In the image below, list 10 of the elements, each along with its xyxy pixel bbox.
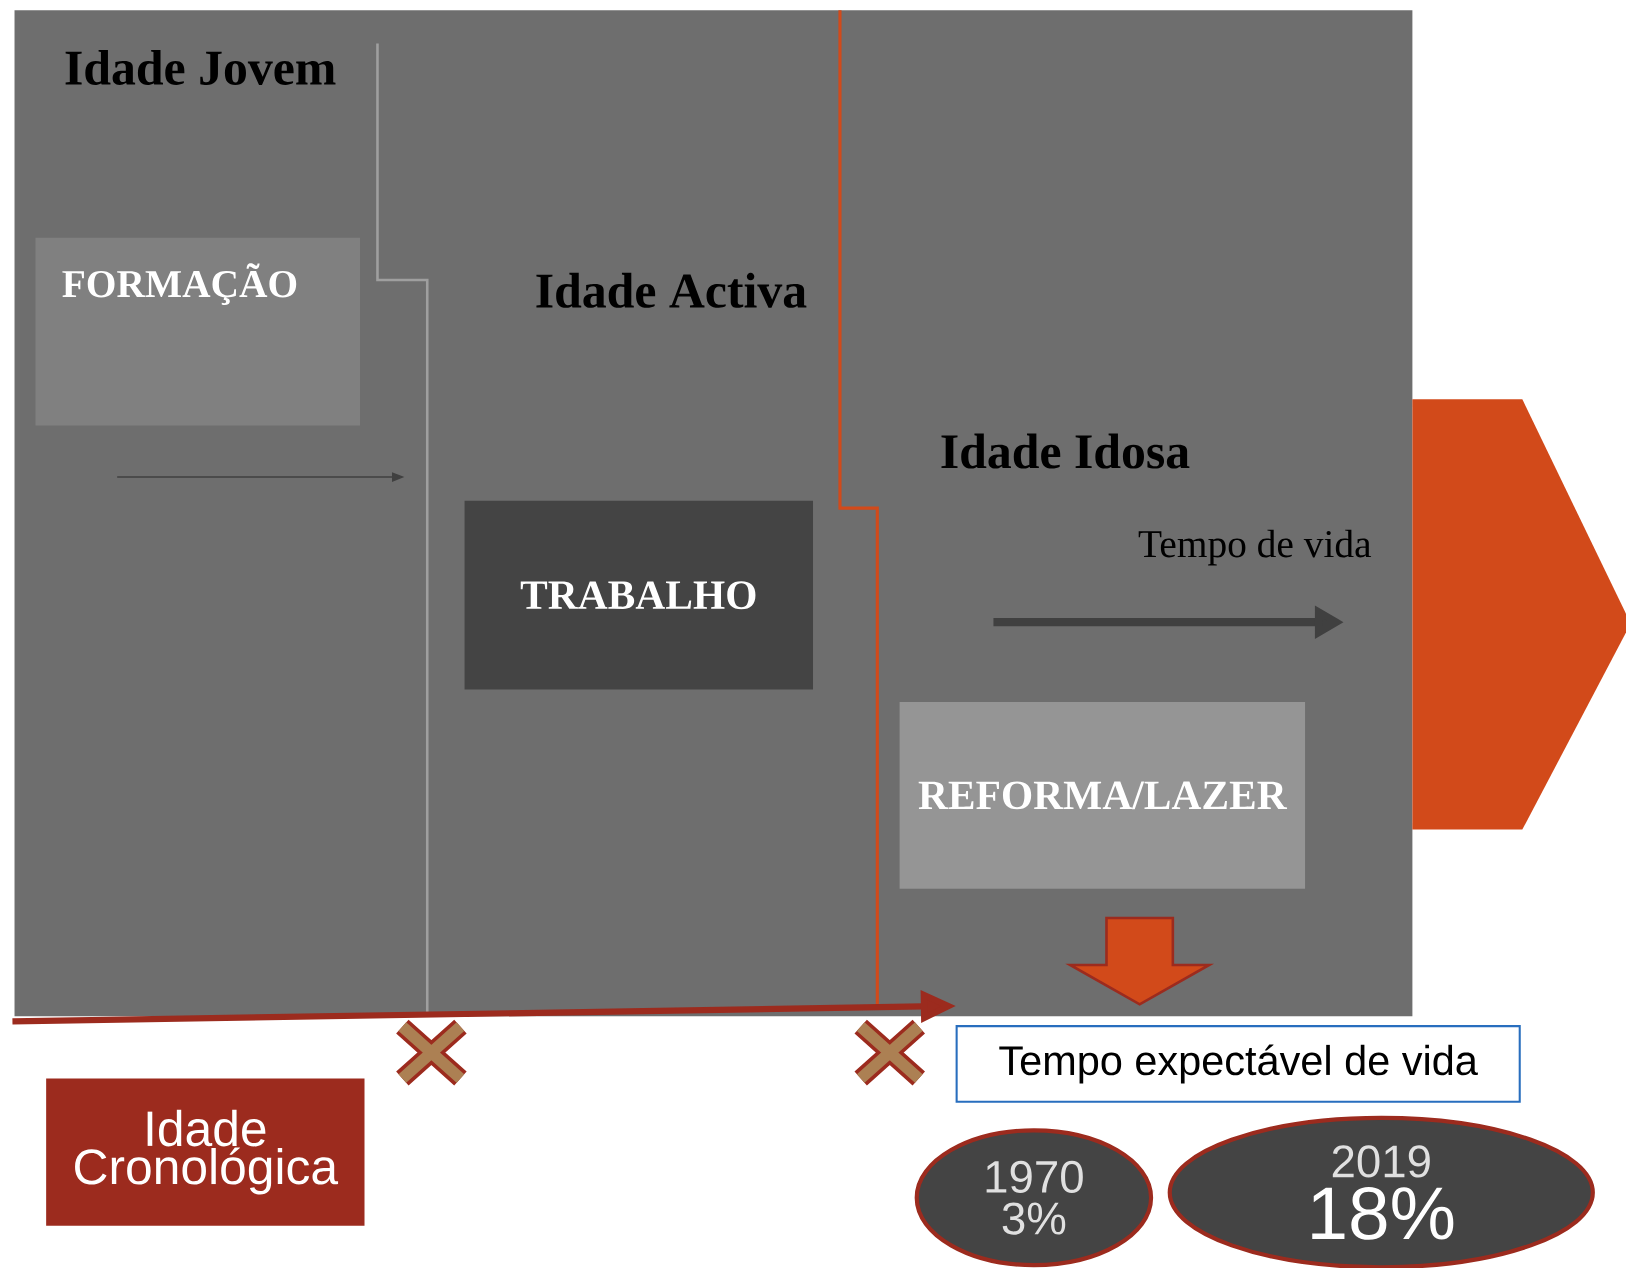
heading: Idade Jovem — [65, 49, 336, 85]
heading: Idade Activa — [536, 272, 807, 308]
phase-box: REFORMA/LAZER — [899, 701, 1306, 889]
axis-label: Tempo de vida — [1138, 529, 1372, 566]
label-box: Tempo expectável de vida — [955, 1024, 1521, 1103]
block-arrow — [1065, 916, 1215, 1006]
label-box: Idade Cronológica — [46, 1078, 365, 1226]
phase-box: FORMAÇÃO — [35, 237, 361, 426]
heading: Idade Idosa — [941, 433, 1190, 469]
phase-box: TRABALHO — [464, 500, 813, 690]
